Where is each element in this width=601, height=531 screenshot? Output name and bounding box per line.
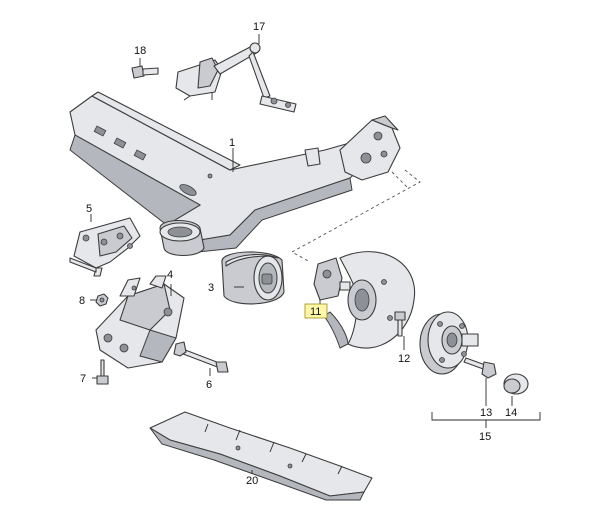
callout-11-highlight [304,303,328,319]
callout-5: 5 [86,203,92,215]
part-6-long-bolt [173,341,229,373]
callout-labels: 1 3 4 5 6 7 8 11 12 13 14 15 17 18 20 [79,21,517,487]
callout-13: 13 [480,407,492,419]
brake-backing-plate [323,251,416,349]
part-7-bolt [96,359,109,385]
part-3-rubber-bushing [221,251,285,305]
part-13-hub-bolt [463,357,497,379]
callout-8: 8 [79,295,85,307]
part-4-axle-mount-bracket [95,275,185,369]
part-15-wheel-hub [419,311,479,375]
part-11-sensor-bracket [313,257,351,301]
callout-6: 6 [206,379,212,391]
reference-line-axle-to-hub [291,169,421,263]
callout-14: 14 [505,407,517,419]
part-20-underbody-guard [149,411,373,501]
part-17-height-sensor-linkage [175,42,297,113]
part-1-rear-axle-beam [69,91,401,257]
callout-12: 12 [398,353,410,365]
callout-4: 4 [167,269,173,281]
part-14-dust-cap [503,373,529,395]
callout-15: 15 [479,431,491,443]
callout-1: 1 [229,137,235,149]
part-18-bolt [131,65,159,79]
leader-lines [90,34,513,474]
part-8-nut [95,293,109,307]
callout-20: 20 [246,475,258,487]
reference-line-axle-to-plate [391,171,409,189]
callout-17: 17 [253,21,265,33]
part-5-mounting-bracket [69,217,141,277]
part-12-bolt [394,311,406,337]
callout-7: 7 [80,373,86,385]
callout-18: 18 [134,45,146,57]
callout-11: 11 [310,306,321,318]
callout-3: 3 [208,282,214,294]
